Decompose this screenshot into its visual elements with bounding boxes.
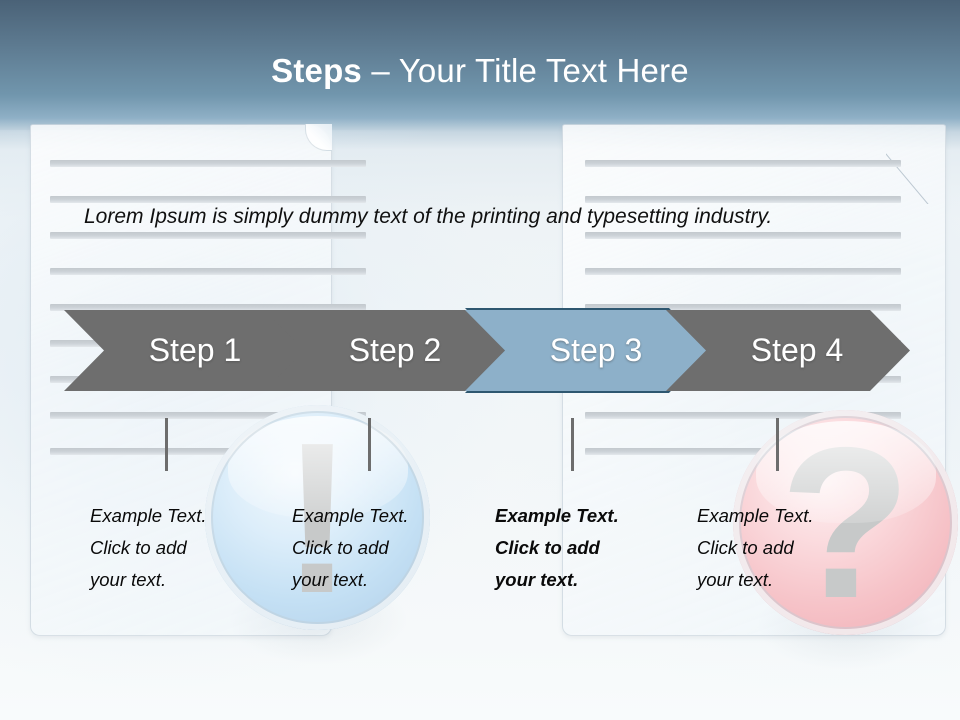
step-chevron-2[interactable]: Step 2 xyxy=(264,310,508,391)
decorative-rule xyxy=(50,448,366,455)
steps-chevron-row: Step 1 Step 2 Step 3 Step 4 xyxy=(0,310,960,392)
decorative-rule xyxy=(50,160,366,167)
step-caption-1-line3: your text. xyxy=(90,569,167,590)
question-mark-icon: ? xyxy=(733,410,958,635)
step-chevron-3-label: Step 3 xyxy=(549,332,643,368)
step-chevron-3[interactable]: Step 3 xyxy=(465,310,709,391)
decorative-rule xyxy=(50,268,366,275)
step-chevron-2-label: Step 2 xyxy=(348,332,442,368)
step-chevron-4-label: Step 4 xyxy=(750,332,844,368)
step-caption-4[interactable]: Example Text. Click to add your text. xyxy=(697,500,872,596)
step-caption-1[interactable]: Example Text. Click to add your text. xyxy=(90,500,265,596)
step-caption-2-line3: your text. xyxy=(292,569,369,590)
step-caption-2-line2: Click to add xyxy=(292,537,389,558)
decorative-rule xyxy=(585,196,901,203)
exclamation-mark-icon: ! xyxy=(205,405,430,630)
decorative-rule xyxy=(585,268,901,275)
step-chevron-1-label: Step 1 xyxy=(148,332,242,368)
step-caption-3-line3: your text. xyxy=(495,569,579,590)
decorative-rule xyxy=(50,232,366,239)
step-caption-2[interactable]: Example Text. Click to add your text. xyxy=(292,500,467,596)
page-title-rest: – Your Title Text Here xyxy=(362,52,689,89)
decorative-rule xyxy=(50,304,366,311)
step-caption-4-line3: your text. xyxy=(697,569,774,590)
step-caption-1-line1: Example Text. xyxy=(90,505,207,526)
step-caption-4-line2: Click to add xyxy=(697,537,794,558)
step-chevron-1[interactable]: Step 1 xyxy=(64,310,308,391)
step-caption-2-line1: Example Text. xyxy=(292,505,409,526)
decorative-rule xyxy=(585,304,901,311)
decorative-rule xyxy=(585,412,901,419)
step-caption-4-line1: Example Text. xyxy=(697,505,814,526)
step-chevron-4[interactable]: Step 4 xyxy=(666,310,910,391)
decorative-rule xyxy=(585,232,901,239)
page-title-emphasis: Steps xyxy=(271,52,362,89)
step-caption-3-line1: Example Text. xyxy=(495,505,619,526)
connector-tick-1 xyxy=(165,418,168,471)
decorative-rule xyxy=(50,412,366,419)
step-caption-3-line2: Click to add xyxy=(495,537,600,558)
step-caption-1-line2: Click to add xyxy=(90,537,187,558)
connector-tick-4 xyxy=(776,418,779,471)
connector-tick-3 xyxy=(571,418,574,471)
page-title: Steps – Your Title Text Here xyxy=(0,52,960,90)
step-caption-3[interactable]: Example Text. Click to add your text. xyxy=(495,500,670,596)
decorative-rule xyxy=(50,196,366,203)
connector-tick-2 xyxy=(368,418,371,471)
decorative-rule xyxy=(585,448,901,455)
decorative-rule xyxy=(585,160,901,167)
body-paragraph: Lorem Ipsum is simply dummy text of the … xyxy=(84,205,773,228)
